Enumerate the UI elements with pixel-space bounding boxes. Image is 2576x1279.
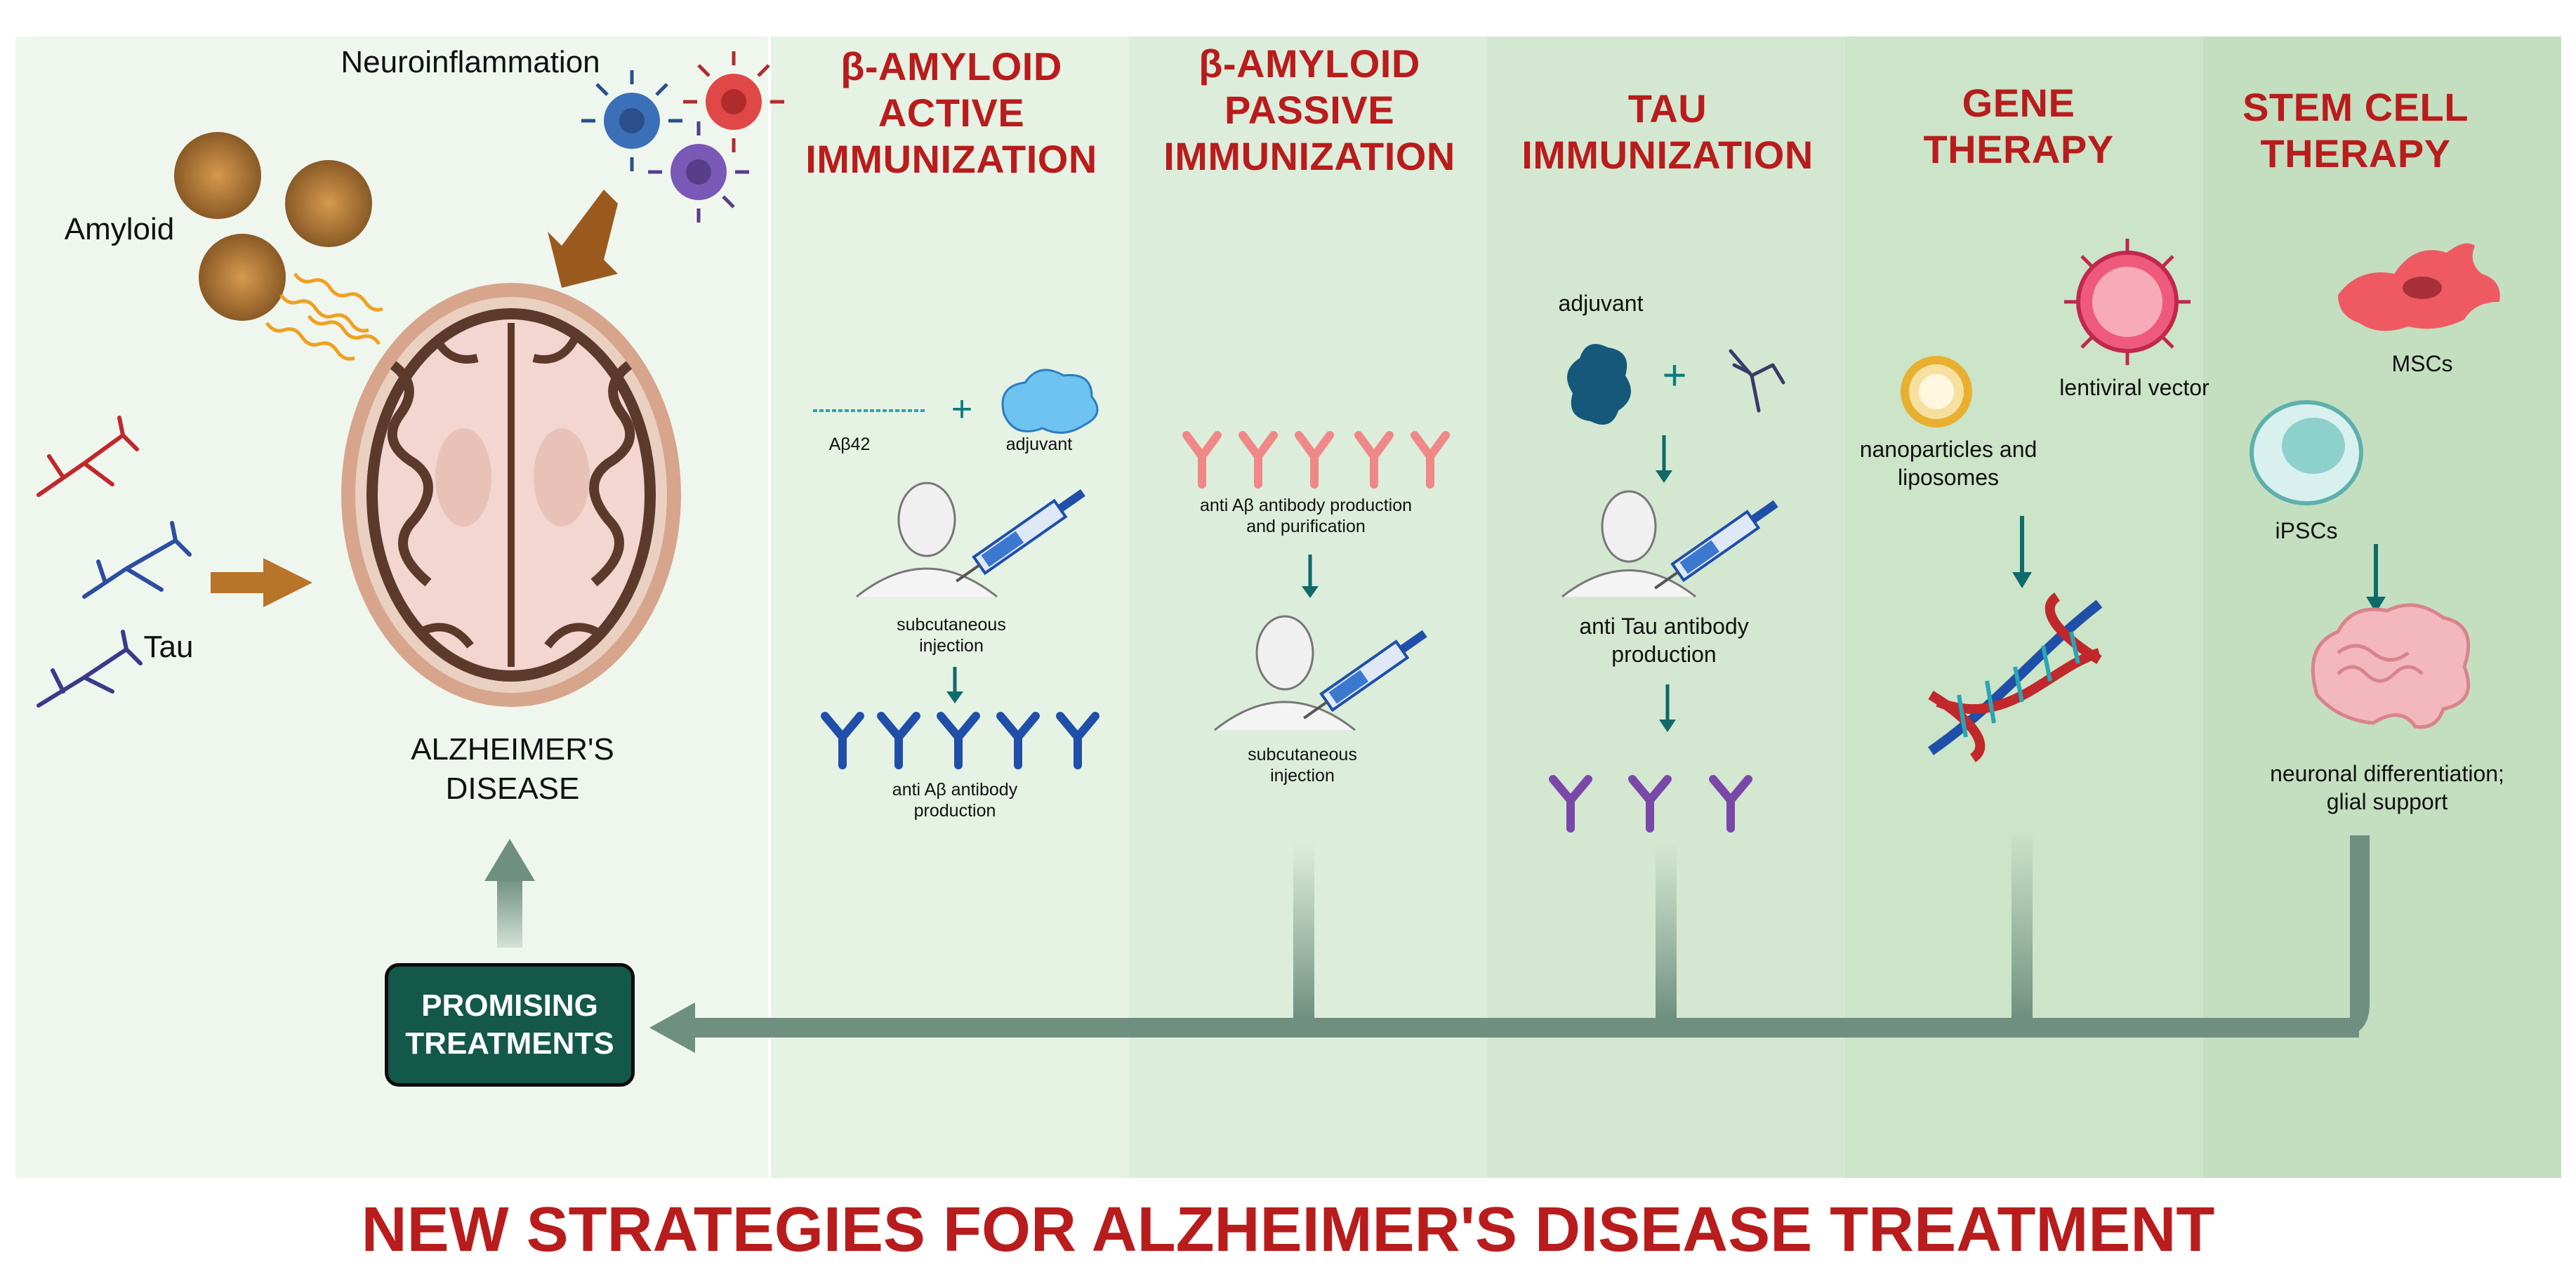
active-production-line1: anti Aβ antibody <box>892 780 1018 800</box>
passive-title-line3: IMMUNIZATION <box>1163 134 1455 178</box>
brain-illustration <box>341 283 681 707</box>
disease-label-line1: ALZHEIMER'S <box>411 732 614 767</box>
disease-label-line2: DISEASE <box>445 771 580 806</box>
connector-lines <box>649 828 2370 1053</box>
tau-production-line2: production <box>1611 642 1717 667</box>
passive-production-line2: and purification <box>1246 517 1366 536</box>
passive-title-line2: PASSIVE <box>1224 88 1395 132</box>
active-column-title: β-AMYLOID ACTIVE IMMUNIZATION <box>772 44 1130 183</box>
lentiviral-label: lentiviral vector <box>2059 375 2210 400</box>
promising-treatments-line1: PROMISING <box>421 988 598 1023</box>
immune-cells <box>581 51 784 223</box>
gene-icons <box>1901 239 2191 762</box>
up-arrow <box>484 839 535 948</box>
stem-title-line2: THERAPY <box>2260 131 2451 175</box>
tau-column-title: TAU IMMUNIZATION <box>1488 86 1847 178</box>
active-injection-label: subcutaneous injection <box>864 614 1039 656</box>
passive-icons <box>1182 431 1450 731</box>
active-title-line3: IMMUNIZATION <box>805 137 1097 181</box>
figure-footer-title: NEW STRATEGIES FOR ALZHEIMER'S DISEASE T… <box>361 1195 2215 1265</box>
tau-label: Tau <box>143 630 194 664</box>
tau-production-label: anti Tau antibody production <box>1545 612 1783 668</box>
disease-label: ALZHEIMER'S DISEASE <box>365 730 660 809</box>
passive-injection-line1: subcutaneous <box>1248 745 1357 764</box>
nanoparticles-label: nanoparticles and liposomes <box>1839 435 2057 491</box>
gene-column-title: GENE THERAPY <box>1839 80 2198 173</box>
differentiation-line2: glial support <box>2326 789 2448 814</box>
gene-title-line1: GENE <box>1962 81 2075 125</box>
tau-title-line1: TAU <box>1627 86 1708 131</box>
differentiation-label: neuronal differentiation; glial support <box>2240 760 2535 816</box>
tau-title-line2: IMMUNIZATION <box>1521 133 1814 177</box>
tau-production-line1: anti Tau antibody <box>1579 614 1749 639</box>
stem-icons <box>2250 243 2500 729</box>
active-production-label: anti Aβ antibody production <box>857 779 1053 821</box>
active-adjuvant-label: adjuvant <box>1005 435 1073 454</box>
toxicity-waves <box>265 272 383 361</box>
passive-column-title: β-AMYLOID PASSIVE IMMUNIZATION <box>1130 41 1488 180</box>
ipscs-label: iPSCs <box>2275 518 2338 543</box>
active-injection-line2: injection <box>919 636 984 656</box>
promising-treatments-line2: TREATMENTS <box>405 1026 614 1061</box>
active-column-bg <box>771 37 1129 1178</box>
active-production-line2: production <box>913 801 996 821</box>
differentiation-line1: neuronal differentiation; <box>2270 761 2504 786</box>
tau-icons: + <box>1549 344 1785 833</box>
nanoparticles-line2: liposomes <box>1897 465 2000 490</box>
stem-column-bg <box>2203 37 2561 1178</box>
active-icons: + <box>813 369 1099 769</box>
stem-title-line1: STEM CELL <box>2243 85 2469 129</box>
active-title-line2: ACTIVE <box>878 91 1025 135</box>
amyloid-label: Amyloid <box>64 212 175 246</box>
active-title-line1: β-AMYLOID <box>840 44 1062 88</box>
svg-text:+: + <box>951 389 972 430</box>
amyloid-plaques <box>174 132 372 321</box>
mscs-label: MSCs <box>2391 351 2453 376</box>
abeta42-label: Aβ42 <box>828 435 871 454</box>
tau-arrow <box>211 558 312 607</box>
inflammation-arrow <box>548 190 618 288</box>
passive-production-label: anti Aβ antibody production and purifica… <box>1165 495 1446 537</box>
gene-title-line2: THERAPY <box>1923 127 2114 171</box>
active-injection-line1: subcutaneous <box>897 615 1006 635</box>
stem-column-title: STEM CELL THERAPY <box>2177 84 2535 177</box>
passive-title-line1: β-AMYLOID <box>1198 41 1420 86</box>
passive-production-line1: anti Aβ antibody production <box>1199 496 1413 515</box>
passive-injection-label: subcutaneous injection <box>1215 744 1390 786</box>
passive-injection-line2: injection <box>1270 766 1335 786</box>
nanoparticles-line1: nanoparticles and <box>1859 437 2037 462</box>
tau-adjuvant-label: adjuvant <box>1558 291 1644 316</box>
tau-fibrils <box>37 416 192 708</box>
promising-treatments-box: PROMISING TREATMENTS <box>385 963 635 1087</box>
svg-text:+: + <box>1662 352 1686 399</box>
neuroinflammation-label: Neuroinflammation <box>341 45 600 79</box>
